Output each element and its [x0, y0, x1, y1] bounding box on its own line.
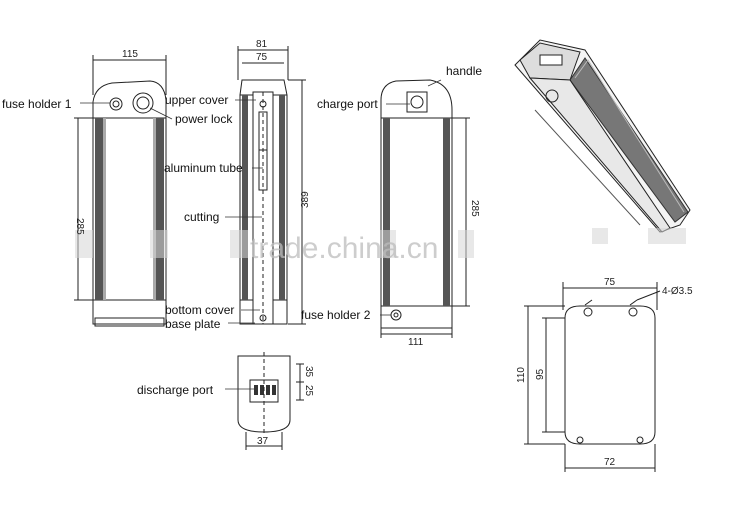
- watermark-blur-strip: [75, 228, 686, 258]
- front-view: [74, 55, 167, 327]
- dim-back-height: 285: [469, 200, 480, 217]
- label-aluminum-tube: aluminum tube: [164, 161, 243, 175]
- dim-side-width-outer: 81: [256, 39, 268, 50]
- dim-plate-height-inner: 95: [535, 368, 546, 380]
- leader-lines: [80, 79, 442, 390]
- label-handle: handle: [446, 64, 482, 78]
- label-fuse-holder-1: fuse holder 1: [2, 97, 72, 111]
- label-base-plate: base plate: [165, 317, 221, 331]
- dim-bottom-a: 35: [303, 366, 314, 378]
- label-charge-port: charge port: [317, 97, 378, 111]
- dim-back-width: 111: [408, 337, 424, 348]
- label-upper-cover: upper cover: [165, 93, 228, 107]
- label-discharge-port: discharge port: [137, 383, 214, 397]
- dim-side-height: 389: [300, 191, 311, 208]
- label-power-lock: power lock: [175, 112, 233, 126]
- dim-bottom-b: 25: [303, 385, 314, 397]
- dim-front-width: 115: [122, 49, 138, 60]
- dim-side-width-inner: 75: [256, 52, 268, 63]
- back-view: [380, 79, 470, 338]
- dim-front-height: 285: [74, 218, 85, 235]
- watermark-text: trade.china.cn: [250, 232, 438, 265]
- label-fuse-holder-2: fuse holder 2: [301, 308, 371, 322]
- base-plate-view: [524, 282, 661, 472]
- bottom-view: [237, 352, 304, 450]
- label-cutting: cutting: [184, 210, 219, 224]
- label-bottom-cover: bottom cover: [165, 303, 234, 317]
- dim-plate-height-outer: 110: [516, 367, 527, 383]
- dim-plate-holes: 4-Ø3.5: [662, 286, 693, 297]
- isometric-view: [514, 39, 691, 233]
- dim-plate-top-width: 75: [604, 277, 616, 288]
- dim-plate-bottom-width: 72: [604, 457, 616, 468]
- side-view: [237, 46, 306, 325]
- dim-bottom-width: 37: [257, 436, 269, 447]
